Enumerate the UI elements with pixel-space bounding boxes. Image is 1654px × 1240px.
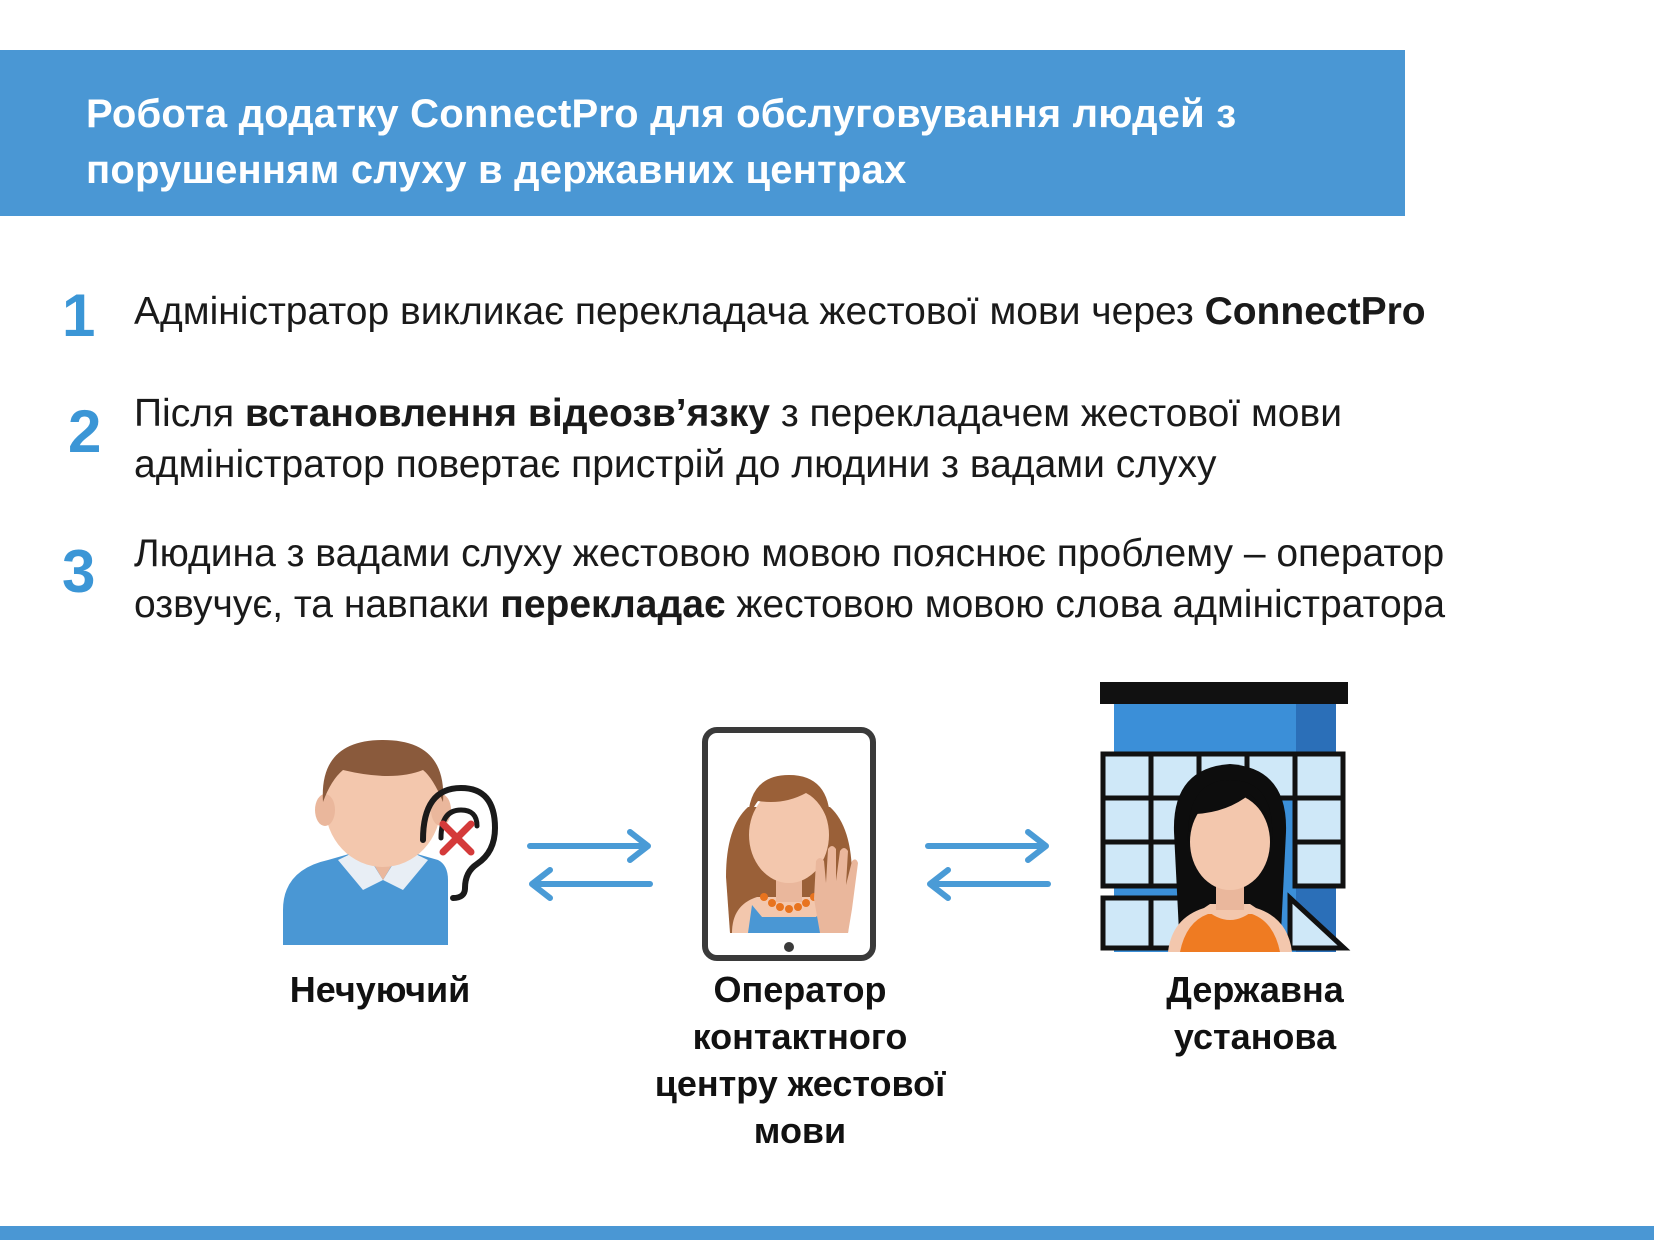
step-text: Людина з вадами слуху жестовою мовою поя… bbox=[134, 528, 1445, 630]
crossed-ear-icon bbox=[420, 784, 499, 901]
bidirectional-arrows bbox=[925, 829, 1051, 901]
footer-bar bbox=[0, 1226, 1654, 1240]
step-text: Після встановлення відеозв’язку з перекл… bbox=[134, 388, 1342, 490]
step-text-segment: Адміністратор викликає перекладача жесто… bbox=[134, 290, 1205, 333]
step-text-segment: адміністратор повертає пристрій до людин… bbox=[134, 443, 1217, 486]
deaf-person-icon bbox=[283, 740, 499, 945]
step-number: 3 bbox=[62, 538, 96, 605]
step-number: 1 bbox=[62, 282, 96, 349]
bidirectional-arrows bbox=[527, 829, 653, 901]
title-banner: Робота додатку ConnectPro для обслуговув… bbox=[0, 50, 1405, 216]
step-text-segment: жестовою мовою слова адміністратора bbox=[725, 583, 1446, 626]
step-text-segment: озвучує, та навпаки bbox=[134, 583, 501, 626]
step-text-segment: Після bbox=[134, 392, 245, 435]
step-text: Адміністратор викликає перекладача жесто… bbox=[134, 286, 1426, 337]
tablet-operator-icon bbox=[702, 727, 876, 961]
caption-operator: Оператор контактного центру жестової мов… bbox=[654, 969, 946, 1151]
government-building-icon bbox=[1100, 682, 1351, 952]
step-number: 2 bbox=[68, 398, 102, 465]
caption-deaf-person: Нечуючий bbox=[289, 969, 471, 1010]
caption-government: Державна установа bbox=[1166, 969, 1344, 1057]
step-text-emphasis: встановлення відеозв’язку bbox=[244, 392, 770, 435]
step-text-emphasis: ConnectPro bbox=[1204, 290, 1426, 333]
step-text-segment: Людина з вадами слуху жестовою мовою поя… bbox=[134, 532, 1445, 575]
step-text-emphasis: перекладає bbox=[500, 583, 726, 626]
page-title: Робота додатку ConnectPro для обслуговув… bbox=[86, 92, 1237, 192]
step-text-segment: з перекладачем жестової мови bbox=[770, 392, 1342, 435]
